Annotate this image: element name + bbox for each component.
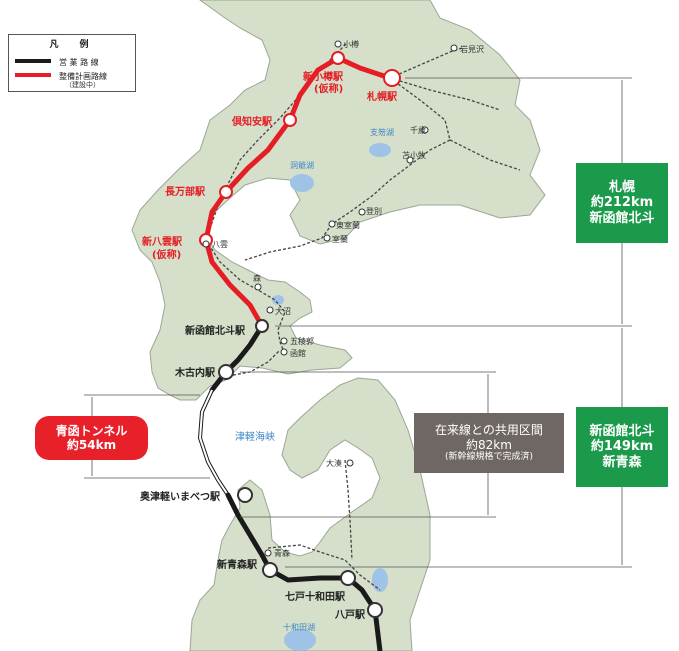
label-shichinohe: 七戸十和田駅	[285, 590, 346, 603]
label-yakumo: 八雲	[212, 240, 228, 249]
lake-toya	[290, 174, 314, 192]
label-shikotsu: 支笏湖	[370, 127, 394, 137]
label-shin-otaru: 新小樽駅	[303, 70, 344, 83]
box-line-3: (新幹線規格で完成済)	[444, 451, 534, 462]
label-kikonai: 木古内駅	[174, 366, 216, 379]
legend-sub-planned: （建設中）	[65, 81, 100, 89]
main-stations	[199, 51, 401, 618]
guide-lines	[84, 77, 632, 568]
label-oshamambe: 長万部駅	[165, 185, 206, 198]
label-higashimuroran: 東室蘭	[336, 220, 360, 230]
station-marker-kutchan	[283, 113, 297, 127]
label-shin-yakumo: 新八雲駅	[142, 235, 183, 248]
label-hachinohe: 八戸駅	[334, 609, 366, 621]
box-line-2: 約54km	[66, 438, 117, 452]
station-marker-hachinohe	[367, 602, 383, 618]
label-shin-aomori: 新青森駅	[217, 558, 258, 571]
label-sapporo: 札幌駅	[366, 90, 398, 103]
box-line-2: 約212km	[590, 195, 654, 211]
legend-label-planned: 整備計画路線	[59, 72, 107, 81]
lake-onuma	[272, 295, 284, 305]
label-towada: 十和田湖	[283, 622, 315, 632]
label-okutsugaru: 奥津軽いまべつ駅	[140, 490, 221, 503]
distance-box-hokuto-aomori: 新函館北斗 約149km 新青森	[576, 407, 668, 487]
station-marker-okutsugaru	[237, 487, 253, 503]
lake-towada	[284, 629, 316, 651]
label-chitose: 千歳	[410, 125, 426, 135]
label-shin-hakodate: 新函館北斗駅	[185, 324, 246, 337]
operating-line-honshu	[225, 492, 383, 651]
label-hakodate: 函館	[290, 348, 306, 358]
station-marker-oshamambe	[219, 185, 233, 199]
seikan-tunnel-box: 青函トンネル 約54km	[35, 416, 148, 460]
label-ominato: 大湊	[326, 458, 342, 468]
lake-ogawara	[372, 568, 388, 592]
label-tsugaru-strait: 津軽海峡	[235, 430, 275, 443]
station-marker-kikonai	[218, 364, 234, 380]
label-noboribetsu: 登別	[366, 206, 382, 216]
box-line-1: 札幌	[608, 179, 635, 195]
label-tomakomai: 苫小牧	[402, 150, 426, 160]
label-kutchan: 倶知安駅	[231, 115, 273, 128]
box-line-1: 新函館北斗	[589, 423, 655, 439]
box-line-2: 約82km	[466, 437, 512, 452]
legend-swatch-operating	[15, 59, 51, 63]
planned-line	[203, 55, 393, 329]
legend-title: 凡 例	[49, 40, 95, 50]
station-marker-shin-otaru	[331, 51, 345, 65]
label-onuma: 大沼	[275, 306, 291, 316]
station-marker-shichinohe	[340, 570, 356, 586]
label-mori: 森	[253, 273, 261, 283]
label-goryokaku: 五稜郭	[290, 336, 314, 346]
shared-section-box: 在来線との共用区間 約82km (新幹線規格で完成済)	[414, 413, 564, 473]
place-markers	[202, 40, 458, 557]
hokkaido-land	[131, 0, 546, 401]
station-marker-shin-aomori	[262, 562, 278, 578]
label-otaru: 小樽	[343, 39, 359, 49]
box-line-3: 新青森	[602, 454, 642, 470]
label-shin-yakumo-sub: (仮称)	[152, 248, 181, 261]
box-line-2: 約149km	[590, 439, 654, 455]
lake-shikotsu	[369, 143, 391, 157]
honshu-land	[189, 377, 431, 651]
label-iwamizawa: 岩見沢	[460, 44, 484, 54]
legend: 凡 例 営 業 路 線 整備計画路線 （建設中）	[8, 34, 136, 92]
label-aomori: 青森	[274, 548, 290, 558]
label-muroran: 室蘭	[332, 234, 348, 244]
label-toya: 洞爺湖	[290, 160, 314, 170]
distance-box-sapporo-hokuto: 札幌 約212km 新函館北斗	[576, 163, 668, 243]
box-line-1: 青函トンネル	[55, 423, 128, 438]
seikan-tunnel-inner	[198, 389, 229, 496]
label-shin-otaru-sub: (仮称)	[314, 82, 343, 95]
legend-label-operating: 営 業 路 線	[59, 58, 99, 67]
box-line-3: 新函館北斗	[589, 210, 655, 226]
legend-swatch-planned	[15, 73, 51, 77]
station-marker-shin-hakodate	[255, 319, 269, 333]
station-marker-sapporo	[383, 69, 401, 87]
box-line-1: 在来線との共用区間	[435, 423, 543, 438]
